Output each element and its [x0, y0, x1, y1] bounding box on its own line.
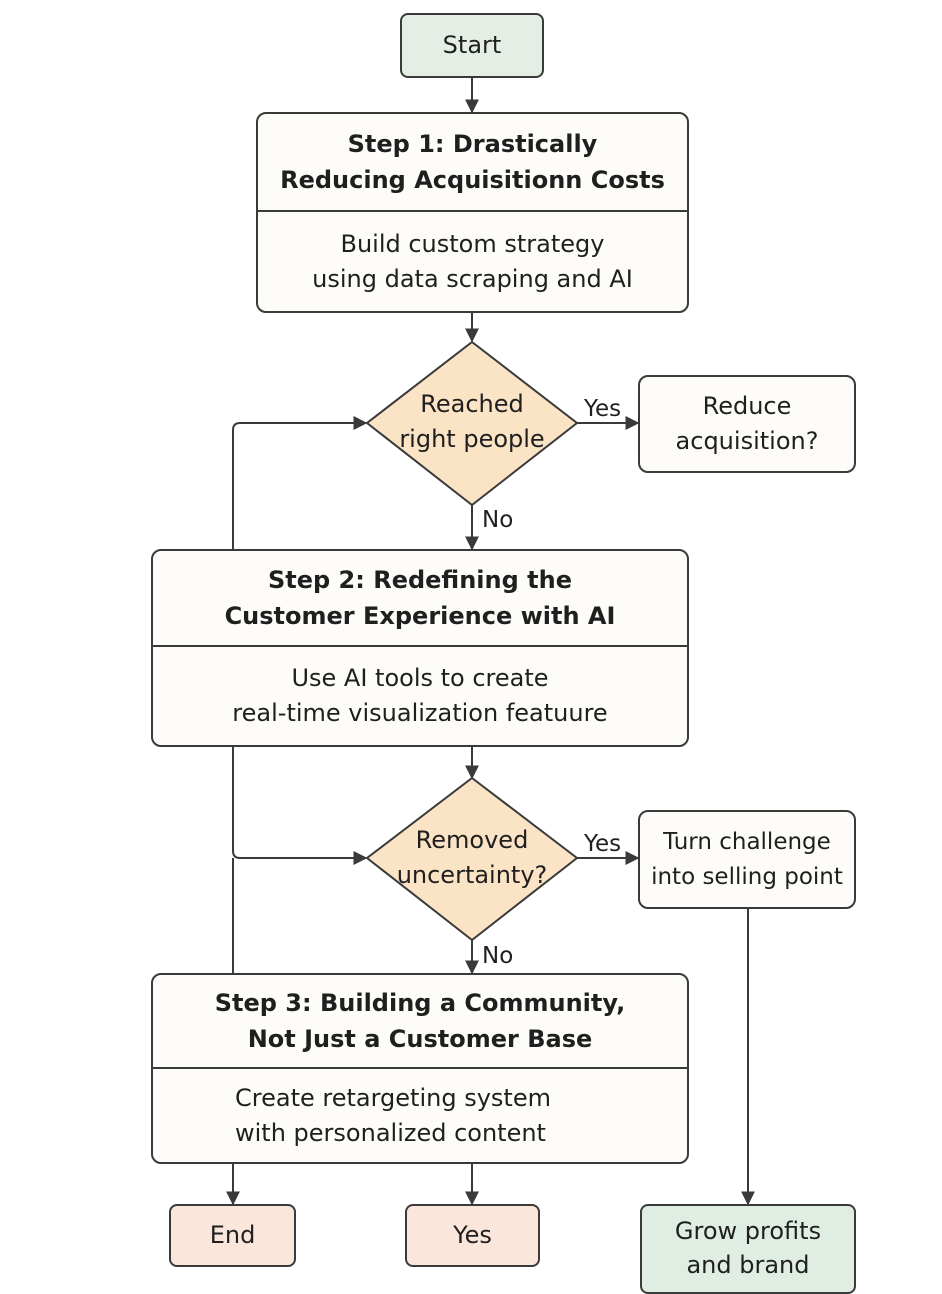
grow-profits-node: Grow profits and brand [640, 1204, 856, 1294]
decision1-label: Reached right people [399, 390, 545, 453]
step3-body: Create retargeting system with personali… [235, 1083, 551, 1147]
yes-label: Yes [453, 1221, 492, 1249]
turn-challenge-box: Turn challenge into selling point [638, 810, 856, 909]
start-label: Start [442, 31, 502, 59]
decision1-diamond [365, 340, 579, 507]
step1-title: Step 1: Drastically Reducing Acquisition… [258, 114, 687, 212]
reduce-acquisition-box: Reduce acquisition? [638, 375, 856, 473]
decision2-no-label: No [482, 943, 514, 969]
step2-title: Step 2: Redefining the Customer Experien… [153, 551, 687, 647]
loop-step2-decision2 [232, 747, 368, 865]
step1-body: Build custom strategy using data scrapin… [312, 229, 633, 293]
decision2-diamond [365, 776, 579, 942]
yes-node: Yes [405, 1204, 540, 1267]
turn-challenge-label: Turn challenge into selling point [651, 828, 843, 890]
start-node: Start [400, 13, 544, 78]
step1-box: Step 1: Drastically Reducing Acquisition… [256, 112, 689, 313]
step2-box: Step 2: Redefining the Customer Experien… [151, 549, 689, 747]
decision2-label: Removed uncertainty? [396, 826, 548, 889]
end-node: End [169, 1204, 296, 1267]
loop-step2-decision1 [232, 416, 368, 549]
step3-title: Step 3: Building a Community, Not Just a… [153, 975, 687, 1069]
step3-box: Step 3: Building a Community, Not Just a… [151, 973, 689, 1164]
grow-profits-label: Grow profits and brand [674, 1217, 822, 1279]
step2-body: Use AI tools to create real-time visuali… [232, 664, 608, 727]
decision2-yes-label: Yes [584, 831, 622, 857]
end-label: End [209, 1221, 256, 1249]
reduce-acquisition-label: Reduce acquisition? [675, 392, 819, 455]
decision1-no-label: No [482, 507, 514, 533]
decision1-yes-label: Yes [584, 396, 622, 422]
